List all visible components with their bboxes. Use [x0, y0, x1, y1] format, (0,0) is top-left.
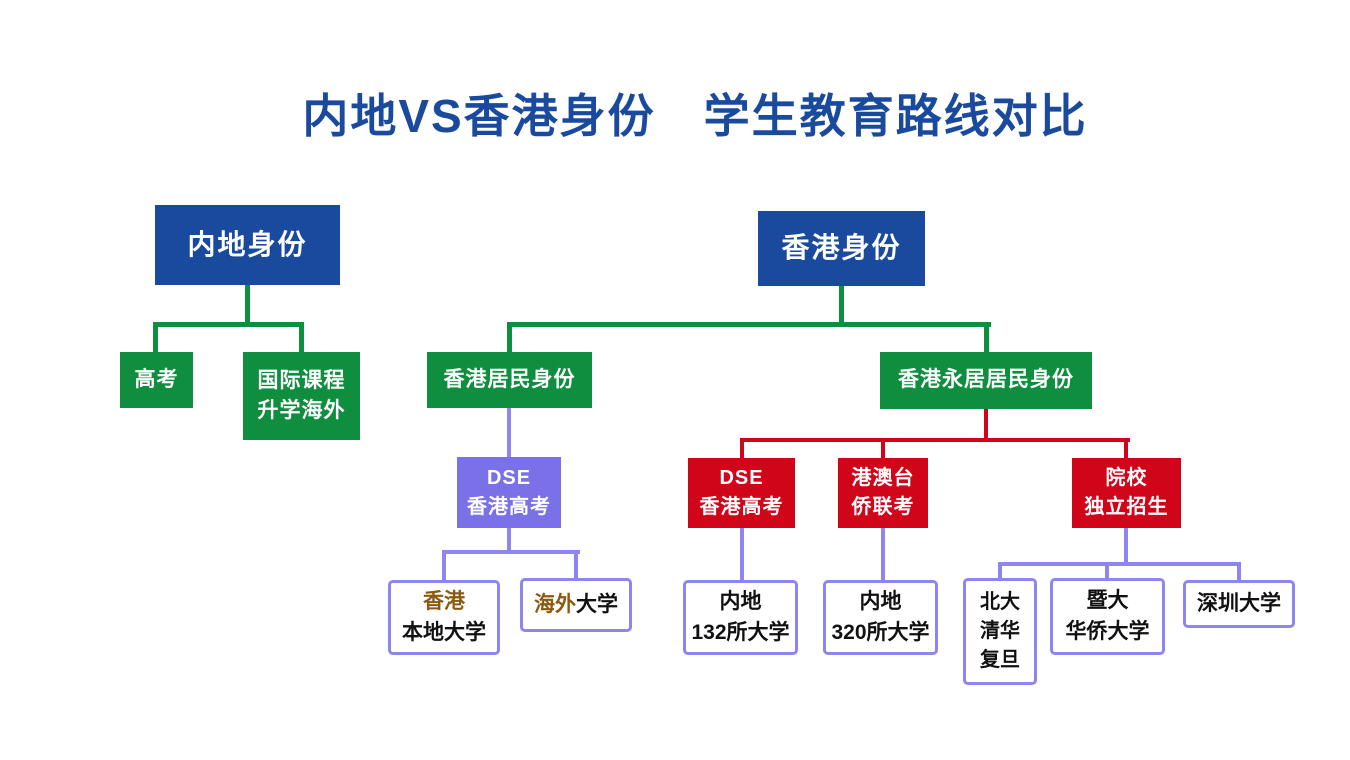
node-independent-admission: 院校 独立招生 — [1072, 458, 1181, 528]
connector-shenzhen-drop — [1237, 562, 1241, 580]
node-shenzhen-university: 深圳大学 — [1183, 580, 1295, 628]
connector-hk-vertical — [839, 286, 844, 322]
hk-local-university-label: 香港本地大学 — [402, 590, 486, 644]
connector-intl-drop — [299, 322, 304, 352]
node-intl-course-overseas: 国际课程 升学海外 — [243, 352, 360, 440]
connector-mainland-horizontal — [153, 322, 304, 327]
connector-dse-purple-vertical — [507, 528, 511, 550]
connector-jinan-drop — [1105, 562, 1109, 578]
connector-permanent-vertical — [984, 409, 988, 438]
connector-hk-local-drop — [442, 550, 446, 580]
node-mainland-320-universities: 内地 320所大学 — [823, 580, 938, 655]
overseas-university-label: 海外大学 — [534, 592, 618, 616]
node-gat-overseas-exam: 港澳台 侨联考 — [838, 458, 928, 528]
node-hk-local-university: 香港本地大学 — [388, 580, 500, 655]
node-dse-hk-exam-red: DSE 香港高考 — [688, 458, 795, 528]
node-hk-permanent-resident: 香港永居居民身份 — [880, 352, 1092, 409]
node-overseas-university: 海外大学 — [520, 578, 632, 632]
connector-dse-purple-horizontal — [442, 550, 580, 554]
node-hk-resident: 香港居民身份 — [427, 352, 592, 408]
node-dse-hk-exam-purple: DSE 香港高考 — [457, 457, 561, 528]
connector-dse-red-to-132 — [740, 528, 744, 580]
connector-permanent-horizontal — [740, 438, 1130, 442]
node-hk-identity: 香港身份 — [758, 211, 925, 286]
connector-mainland-vertical — [245, 285, 250, 322]
connector-gat-to-320 — [881, 528, 885, 580]
connector-resident-to-dse — [507, 408, 511, 457]
node-top-universities: 北大 清华 复旦 — [963, 578, 1037, 685]
connector-independent-drop — [1124, 438, 1128, 458]
node-gaokao: 高考 — [120, 352, 193, 408]
connector-topunis-drop — [998, 562, 1002, 578]
node-jinan-huaqiao-university: 暨大 华侨大学 — [1050, 578, 1165, 655]
connector-dse-red-drop — [740, 438, 744, 458]
connector-independent-horizontal — [998, 562, 1241, 566]
connector-overseas-drop — [574, 550, 578, 578]
connector-hk-permanent-drop — [984, 322, 989, 352]
connector-gaokao-drop — [153, 322, 158, 352]
connector-independent-vertical — [1124, 528, 1128, 564]
connector-hk-resident-drop — [507, 322, 512, 352]
connector-hk-horizontal — [507, 322, 991, 327]
page-title: 内地VS香港身份 学生教育路线对比 — [302, 90, 1088, 142]
node-mainland-132-universities: 内地 132所大学 — [683, 580, 798, 655]
node-mainland-identity: 内地身份 — [155, 205, 340, 285]
connector-gat-drop — [881, 438, 885, 458]
